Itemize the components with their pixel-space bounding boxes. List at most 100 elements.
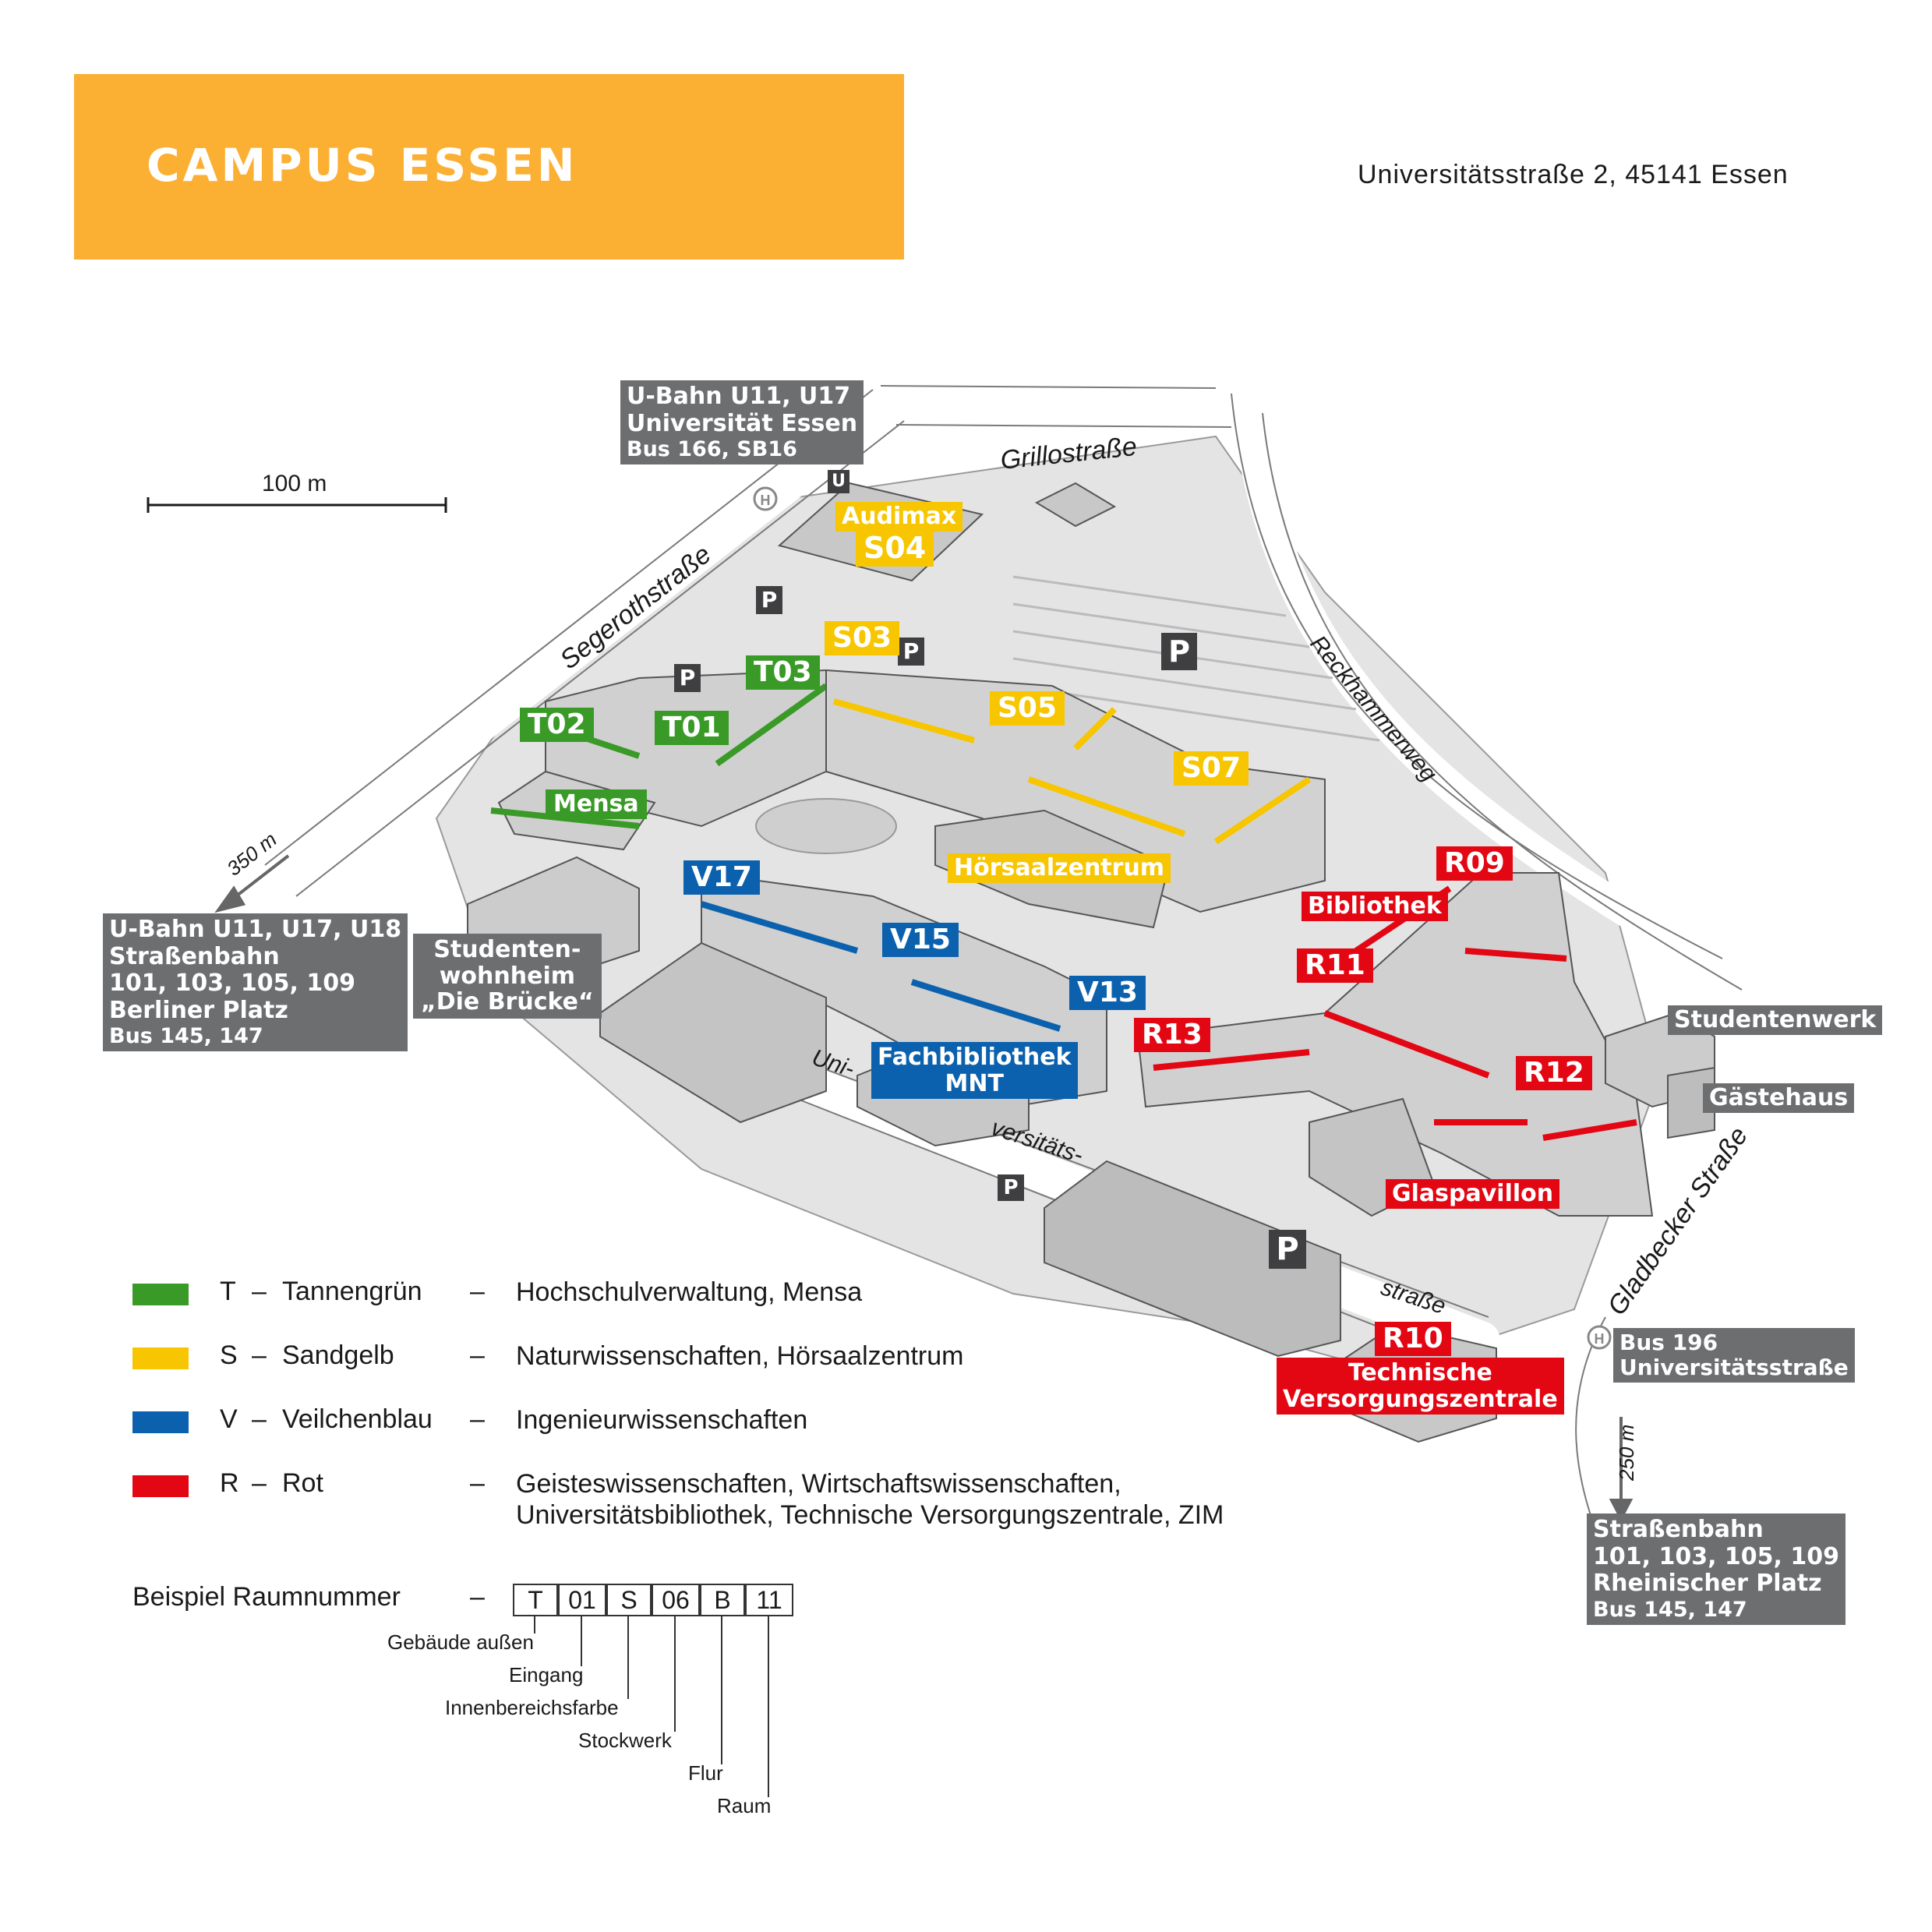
legend-name: Veilchenblau [282, 1404, 433, 1434]
label-tvz: Technische Versorgungszentrale [1277, 1358, 1564, 1415]
header-band [74, 74, 904, 260]
transit-west-line1: U-Bahn U11, U17, U18 [109, 916, 402, 943]
distance-arrows [214, 854, 1634, 1522]
legend-swatch-green [132, 1284, 189, 1305]
legend-swatch-blue [132, 1411, 189, 1433]
transit-se-line3: Rheinischer Platz [1593, 1570, 1822, 1597]
label-v13: V13 [1069, 976, 1146, 1011]
room-part-stockwerk: 06 [652, 1584, 700, 1616]
room-example-label: Beispiel Raumnummer [132, 1582, 401, 1612]
legend-desc-line2: Universitätsbibliothek, Technische Verso… [516, 1500, 1224, 1530]
parking-icon: P [1161, 633, 1197, 670]
room-example-dash: – [470, 1582, 485, 1612]
scale-bar [147, 497, 447, 513]
label-tvz-line1: Technische [1347, 1359, 1492, 1386]
parking-icon: P [1269, 1230, 1306, 1269]
legend-swatch-yellow [132, 1347, 189, 1369]
building-lecture-hall-block [599, 941, 827, 1124]
legend-code: T [220, 1277, 236, 1306]
legend-dash: – [252, 1340, 267, 1370]
room-caption-stockwerk: Stockwerk [578, 1729, 672, 1752]
building-parkhaus [1044, 1160, 1341, 1358]
scale-label: 100 m [262, 471, 327, 496]
label-r09: R09 [1436, 846, 1513, 881]
transit-west-line4: Berliner Platz [109, 996, 288, 1024]
parking-icon: P [674, 664, 701, 692]
label-s07: S07 [1174, 751, 1249, 786]
transit-se-line1: Straßenbahn [1593, 1516, 1764, 1543]
bus-stop-icon-north [753, 486, 778, 511]
transit-north-line1: U-Bahn U11, U17 [627, 383, 851, 410]
legend-name: Tannengrün [282, 1277, 422, 1306]
building-s-wing [825, 669, 1326, 913]
label-wohnheim-line2: wohnheim [439, 962, 575, 990]
label-s04: S04 [856, 530, 934, 567]
legend-desc: Geisteswissenschaften, Wirtschaftswissen… [516, 1469, 1121, 1499]
label-hoersaalzentrum: Hörsaalzentrum [948, 853, 1171, 883]
page-title: CAMPUS ESSEN [147, 139, 578, 192]
label-v15: V15 [882, 923, 959, 958]
building-north-small [1034, 482, 1117, 528]
label-tvz-line2: Versorgungszentrale [1283, 1385, 1558, 1413]
transit-west: U-Bahn U11, U17, U18 Straßenbahn 101, 10… [103, 913, 408, 1052]
transit-south-east: Straßenbahn 101, 103, 105, 109 Rheinisch… [1587, 1513, 1846, 1625]
room-part-gebaeude: T [513, 1584, 558, 1616]
legend-dash: – [470, 1277, 485, 1306]
bus-stop-label-east: H [1595, 1331, 1605, 1347]
legend-desc: Ingenieurwissenschaften [516, 1405, 808, 1435]
label-s03: S03 [825, 621, 900, 656]
transit-west-line2: Straßenbahn [109, 942, 280, 970]
legend-swatch-red [132, 1475, 189, 1497]
legend-dash: – [470, 1468, 485, 1498]
label-s05: S05 [990, 691, 1065, 726]
parking-lot [1012, 575, 1380, 742]
room-part-raum: 11 [745, 1584, 793, 1616]
transit-north-line3: Bus 166, SB16 [627, 437, 797, 461]
transit-east-bus-line2: Universitätsstraße [1619, 1355, 1849, 1381]
label-audimax: Audimax [835, 502, 963, 532]
label-r11: R11 [1297, 948, 1373, 984]
parking-icon: P [756, 586, 782, 614]
bus-stop-label-north: H [761, 493, 771, 508]
transit-north: U-Bahn U11, U17 Universität Essen Bus 16… [620, 380, 864, 465]
room-caption-raum: Raum [717, 1794, 772, 1817]
distance-250: 250 m [1615, 1425, 1638, 1482]
room-part-farbe: S [606, 1584, 652, 1616]
legend-dash: – [252, 1404, 267, 1434]
room-part-flur: B [700, 1584, 745, 1616]
legend-code: V [220, 1404, 238, 1434]
room-caption-gebaeude: Gebäude außen [387, 1630, 534, 1654]
label-fachbibliothek-line2: MNT [945, 1069, 1004, 1097]
label-bibliothek: Bibliothek [1302, 892, 1448, 921]
ubahn-icon: U [828, 470, 849, 493]
transit-east-bus-line1: Bus 196 [1619, 1330, 1718, 1355]
label-glaspavillon: Glaspavillon [1386, 1179, 1560, 1209]
room-caption-flur: Flur [688, 1761, 723, 1785]
transit-west-line3: 101, 103, 105, 109 [109, 970, 356, 997]
transit-se-line4: Bus 145, 147 [1593, 1597, 1747, 1622]
label-fachbibliothek: Fachbibliothek MNT [871, 1042, 1078, 1100]
legend-dash: – [470, 1404, 485, 1434]
parking-icon: P [898, 638, 924, 666]
room-part-eingang: 01 [558, 1584, 606, 1616]
legend-name: Rot [282, 1468, 323, 1498]
label-t01: T01 [655, 711, 729, 746]
room-caption-eingang: Eingang [509, 1663, 584, 1687]
campus-address: Universitätsstraße 2, 45141 Essen [1358, 160, 1789, 189]
label-r13: R13 [1134, 1018, 1210, 1053]
bus-stop-icon-east [1587, 1325, 1612, 1350]
parking-icon: P [998, 1174, 1024, 1201]
central-plaza [755, 798, 897, 854]
label-r10: R10 [1375, 1322, 1451, 1357]
transit-west-line5: Bus 145, 147 [109, 1024, 263, 1048]
label-t03: T03 [746, 655, 820, 691]
label-wohnheim-line1: Studenten- [433, 936, 581, 963]
bus-stop-icons [753, 486, 1612, 1350]
label-wohnheim-line3: „Die Brücke“ [421, 988, 594, 1016]
transit-se-line2: 101, 103, 105, 109 [1593, 1542, 1840, 1570]
label-t02: T02 [520, 708, 594, 743]
transit-north-line2: Universität Essen [627, 409, 858, 437]
legend-desc: Hochschulverwaltung, Mensa [516, 1277, 863, 1307]
label-studentenwerk: Studentenwerk [1668, 1005, 1883, 1035]
legend-code: S [220, 1340, 238, 1370]
